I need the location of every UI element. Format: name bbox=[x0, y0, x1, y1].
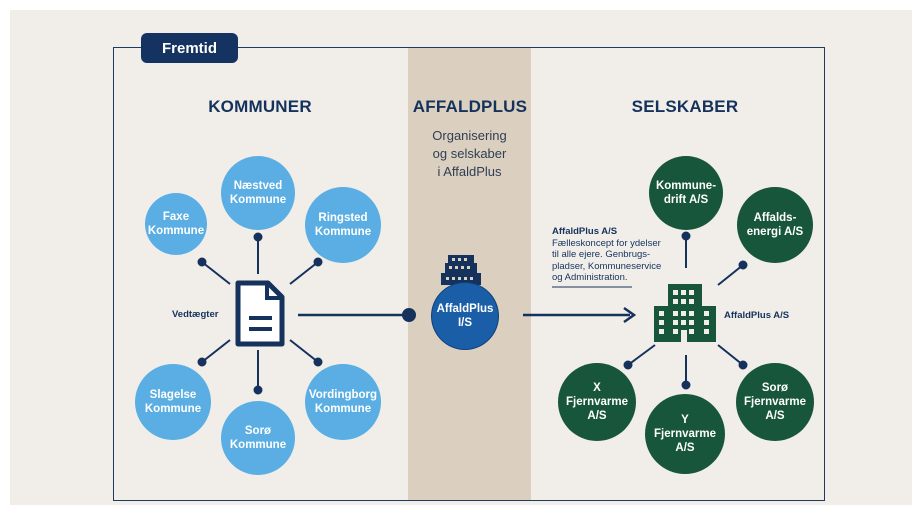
circle-line: A/S bbox=[765, 410, 785, 422]
circle-line: Sorø bbox=[244, 425, 272, 437]
fremtid-frame bbox=[113, 47, 825, 501]
kommune-circle-naestved: Næstved Kommune bbox=[221, 156, 295, 230]
circle-line: A/S bbox=[675, 442, 695, 454]
circle-line: Vordingborg bbox=[308, 389, 378, 401]
circle-line: Kommune bbox=[229, 439, 287, 451]
vedtaegter-label: Vedtægter bbox=[172, 309, 219, 320]
note-line: Fælleskoncept for ydelser bbox=[552, 237, 661, 249]
building-icon bbox=[654, 284, 716, 342]
note-line: og Administration. bbox=[552, 272, 628, 283]
circle-line: Kommune bbox=[314, 226, 372, 238]
spoke-dot bbox=[623, 360, 633, 370]
subtitle-line: i AffaldPlus bbox=[437, 164, 502, 179]
selskab-circle-affaldsenergi: Affalds- energi A/S bbox=[737, 187, 813, 263]
circle-line: Affalds- bbox=[753, 212, 797, 224]
spoke-dot bbox=[681, 380, 691, 390]
kommune-circle-ringsted: Ringsted Kommune bbox=[305, 187, 381, 263]
circle-line: Fjernvarme bbox=[653, 428, 716, 440]
spoke-line bbox=[717, 264, 744, 286]
circle-line: I/S bbox=[457, 317, 473, 329]
subtitle-line: og selskaber bbox=[432, 146, 507, 161]
circle-line: Næstved bbox=[233, 180, 283, 192]
spoke-dot bbox=[681, 231, 691, 241]
selskab-circle-kommunedrift: Kommune- drift A/S bbox=[649, 156, 723, 230]
spoke-dot bbox=[738, 260, 748, 270]
spoke-line bbox=[627, 344, 656, 366]
spoke-dot bbox=[313, 357, 323, 367]
note-line: til alle ejere. Genbrugs- bbox=[552, 249, 651, 260]
spoke-dot bbox=[197, 357, 207, 367]
spoke-dot bbox=[253, 232, 263, 242]
circle-line: A/S bbox=[587, 410, 607, 422]
spoke-line bbox=[289, 339, 319, 363]
circle-line: X bbox=[593, 382, 601, 394]
selskab-circle-soroe-fjernvarme: Sorø Fjernvarme A/S bbox=[736, 363, 814, 441]
circle-line: Sorø bbox=[761, 382, 789, 394]
affaldplus-subtitle: Organisering og selskaber i AffaldPlus bbox=[409, 127, 530, 181]
circle-line: Kommune bbox=[314, 403, 372, 415]
fremtid-tab: Fremtid bbox=[141, 33, 238, 63]
spoke-line bbox=[289, 261, 319, 285]
building-icon bbox=[441, 255, 481, 285]
spoke-dot bbox=[253, 385, 263, 395]
spoke-dot bbox=[197, 257, 207, 267]
kommune-circle-soroe: Sorø Kommune bbox=[221, 401, 295, 475]
circle-line: Kommune bbox=[147, 225, 205, 237]
spoke-line bbox=[201, 261, 231, 285]
arrow-head bbox=[623, 306, 637, 324]
circle-line: Faxe bbox=[162, 211, 190, 223]
affaldplus-as-label: AffaldPlus A/S bbox=[724, 310, 790, 321]
circle-line: Y bbox=[681, 414, 689, 426]
circle-line: Kommune bbox=[229, 194, 287, 206]
circle-line: Kommune- bbox=[655, 180, 717, 192]
spoke-line bbox=[717, 344, 744, 366]
spoke-line bbox=[201, 339, 231, 363]
spoke-dot bbox=[313, 257, 323, 267]
circle-line: Kommune bbox=[144, 403, 202, 415]
selskab-circle-y-fjernvarme: Y Fjernvarme A/S bbox=[645, 394, 725, 474]
note-line: pladser, Kommuneservice bbox=[552, 260, 662, 272]
document-icon bbox=[235, 280, 285, 347]
spoke-dot bbox=[738, 360, 748, 370]
circle-line: AffaldPlus bbox=[436, 303, 494, 315]
kommune-circle-faxe: Faxe Kommune bbox=[145, 193, 207, 255]
circle-line: energi A/S bbox=[746, 226, 804, 238]
kommune-circle-vordingborg: Vordingborg Kommune bbox=[305, 364, 381, 440]
kommuner-heading: KOMMUNER bbox=[208, 97, 312, 116]
circle-line: Fjernvarme bbox=[743, 396, 806, 408]
circle-line: Ringsted bbox=[318, 212, 368, 224]
selskab-circle-x-fjernvarme: X Fjernvarme A/S bbox=[558, 363, 636, 441]
kommune-circle-slagelse: Slagelse Kommune bbox=[135, 364, 211, 440]
note-title: AffaldPlus A/S bbox=[552, 226, 618, 237]
circle-line: Fjernvarme bbox=[565, 396, 628, 408]
circle-line: Slagelse bbox=[149, 389, 197, 401]
circle-line: drift A/S bbox=[663, 194, 709, 206]
subtitle-line: Organisering bbox=[432, 128, 507, 143]
selskaber-heading: SELSKABER bbox=[631, 97, 739, 116]
affaldplus-heading: AFFALDPLUS bbox=[412, 97, 528, 116]
affaldplus-is-circle: AffaldPlus I/S bbox=[432, 283, 498, 349]
affaldplus-as-note: AffaldPlus A/S Fælleskoncept for ydelser… bbox=[552, 226, 702, 284]
connector-end-dot bbox=[402, 308, 416, 322]
